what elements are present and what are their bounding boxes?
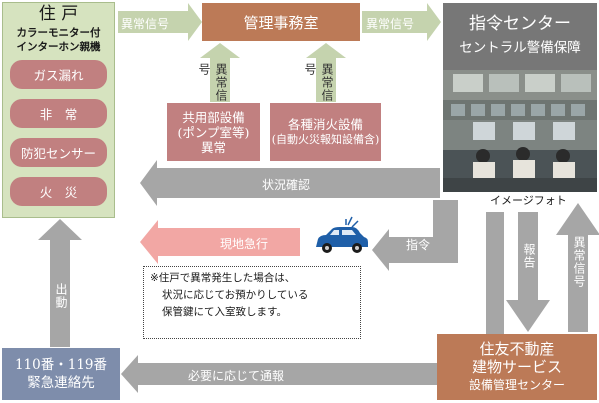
image-caption: イメージフォト	[490, 194, 567, 207]
sumitomo-line2: 建物サービス	[471, 358, 562, 376]
sumitomo-line3: 設備管理センター	[468, 378, 565, 392]
common-equipment-box: 共用部設備 (ポンプ室等) 異常	[167, 103, 260, 161]
label-equip1-signal: 異常信号	[197, 63, 228, 102]
command-center-box	[443, 3, 597, 70]
residence-item-gas-leak: ガス漏れ	[10, 60, 107, 89]
arrow-status-check	[140, 160, 440, 206]
common-equipment-line2: (ポンプ室等)	[177, 124, 250, 140]
label-res-to-office: 異常信号	[121, 17, 170, 31]
label-dispatch: 現地急行	[220, 237, 269, 251]
command-center-title: 指令センター	[469, 14, 571, 34]
residence-item-emergency: 非 常	[10, 99, 107, 128]
arrow-equip2-to-office	[306, 43, 346, 102]
label-status-check: 状況確認	[262, 178, 311, 192]
command-center-photo	[443, 70, 597, 192]
arrow-report	[506, 212, 550, 332]
emergency-line2: 緊急連絡先	[27, 375, 95, 391]
arrow-equip1-to-office	[200, 43, 240, 102]
label-as-needed: 必要に応じて通報	[188, 369, 285, 383]
emergency-contact-box: 110番・119番 緊急連絡先	[2, 348, 120, 400]
common-equipment-line3: 異常	[200, 139, 226, 155]
arrow-anomaly-signal	[556, 203, 599, 332]
fire-equipment-line1: 各種消火設備	[287, 117, 363, 132]
sumitomo-facility-center-box: 住友不動産 建物サービス 設備管理センター	[437, 334, 597, 400]
residence-subtitle-2: インターホン親機	[16, 41, 101, 53]
note-box: ※住戸で異常発生した場合は、 状況に応じてお預かりしている 保管鍵にて入室致しま…	[143, 266, 361, 339]
note-line1: ※住戸で異常発生した場合は、	[150, 272, 296, 284]
residence-panel: 住 戸 カラーモニター付 インターホン親機 ガス漏れ 非 常 防犯センサー 火 …	[2, 2, 115, 218]
note-line2: 状況に応じてお預かりしている	[162, 289, 309, 301]
label-report: 報告	[522, 243, 536, 269]
operators-photo-illustration	[443, 70, 597, 192]
management-office-box: 管理事務室	[202, 3, 360, 41]
label-office-to-center: 異常信号	[366, 17, 415, 31]
arrow-dispatch	[140, 220, 300, 264]
label-equip2-signal: 異常信号	[303, 63, 334, 102]
arrow-command	[372, 200, 458, 271]
patrol-car-icon	[316, 216, 368, 253]
arrow-office-to-center	[362, 3, 441, 41]
emergency-line1: 110番・119番	[14, 357, 108, 373]
sumitomo-line1: 住友不動産	[479, 340, 555, 358]
note-line3: 保管鍵にて入室致します。	[162, 306, 287, 318]
residence-title: 住 戸	[38, 4, 79, 24]
fire-equipment-line2: (自動火災報知設備含)	[271, 133, 380, 146]
residence-item-security-sensor: 防犯センサー	[10, 138, 107, 167]
label-command: 指令	[406, 238, 431, 252]
arrow-res-to-office	[118, 3, 202, 41]
label-anomaly-signal: 異常信号	[572, 236, 586, 288]
arrow-dispatch-vertical	[38, 219, 82, 347]
common-equipment-line1: 共用部設備	[182, 109, 245, 125]
residence-subtitle-1: カラーモニター付	[16, 27, 101, 39]
label-dispatch-vertical: 出動	[54, 283, 68, 309]
residence-item-fire: 火 災	[10, 177, 107, 206]
fire-equipment-box: 各種消火設備 (自動火災報知設備含)	[270, 103, 381, 161]
command-center-subtitle: セントラル警備保障	[459, 40, 581, 56]
